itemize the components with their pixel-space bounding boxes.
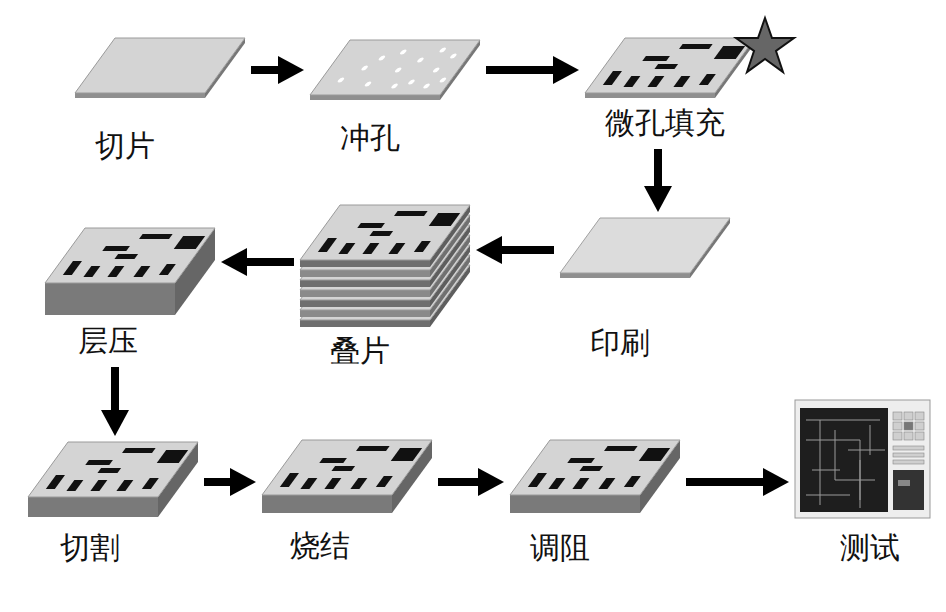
flow-arrow xyxy=(204,468,256,496)
arrow-head xyxy=(644,186,672,212)
step-label: 印刷 xyxy=(590,325,650,361)
trimmed-block xyxy=(510,440,680,513)
step-label: 切割 xyxy=(60,530,120,566)
arrow-shaft xyxy=(251,66,280,74)
step-label: 微孔填充 xyxy=(605,105,725,141)
arrow-head xyxy=(221,248,247,276)
arrow-head xyxy=(230,468,256,496)
flow-arrow xyxy=(221,248,294,276)
process-step: 测试 xyxy=(795,400,930,568)
arrow-head xyxy=(763,468,789,496)
process-step: 叠片 xyxy=(300,205,470,371)
step-label: 叠片 xyxy=(330,333,390,369)
arrow-shaft xyxy=(111,367,119,412)
step-label: 测试 xyxy=(840,530,900,566)
arrow-shaft xyxy=(204,478,232,486)
laminated-block xyxy=(45,228,215,315)
flow-arrow xyxy=(486,56,579,84)
step-label: 层压 xyxy=(78,323,138,359)
flow-arrow xyxy=(101,367,129,436)
cut-block xyxy=(28,442,198,517)
arrow-shaft xyxy=(486,66,555,74)
flow-arrow xyxy=(476,236,554,264)
flow-arrow xyxy=(686,468,789,496)
punched-sheet xyxy=(310,40,480,100)
arrow-shaft xyxy=(438,478,480,486)
arrow-head xyxy=(278,56,304,84)
step-label: 调阻 xyxy=(530,530,590,566)
process-step: 调阻 xyxy=(510,440,680,568)
ceramic-sheet xyxy=(75,38,245,98)
arrow-shaft xyxy=(245,258,294,266)
sheet-stack xyxy=(300,205,470,327)
filled-sheet xyxy=(585,38,755,98)
process-step: 层压 xyxy=(45,228,215,361)
star-mark xyxy=(736,18,794,72)
step-label: 切片 xyxy=(95,128,155,164)
arrow-shaft xyxy=(654,149,662,188)
flow-arrow xyxy=(251,56,304,84)
flow-arrow xyxy=(644,149,672,212)
arrow-shaft xyxy=(686,478,765,486)
arrow-head xyxy=(101,410,129,436)
test-screen xyxy=(795,400,930,518)
flow-arrow xyxy=(438,468,504,496)
process-step: 切割 xyxy=(28,442,198,568)
process-step: 烧结 xyxy=(262,440,432,566)
sintered-block xyxy=(262,440,432,513)
step-label: 冲孔 xyxy=(340,120,400,156)
arrow-head xyxy=(553,56,579,84)
step-label: 烧结 xyxy=(290,528,350,564)
process-step: 切片 xyxy=(75,38,245,166)
arrow-shaft xyxy=(500,246,554,254)
process-step: 冲孔 xyxy=(310,40,480,158)
process-step: 印刷 xyxy=(560,218,730,363)
process-step: 微孔填充 xyxy=(585,18,790,143)
printed-sheet xyxy=(560,218,730,278)
arrow-head xyxy=(476,236,502,264)
arrow-head xyxy=(478,468,504,496)
